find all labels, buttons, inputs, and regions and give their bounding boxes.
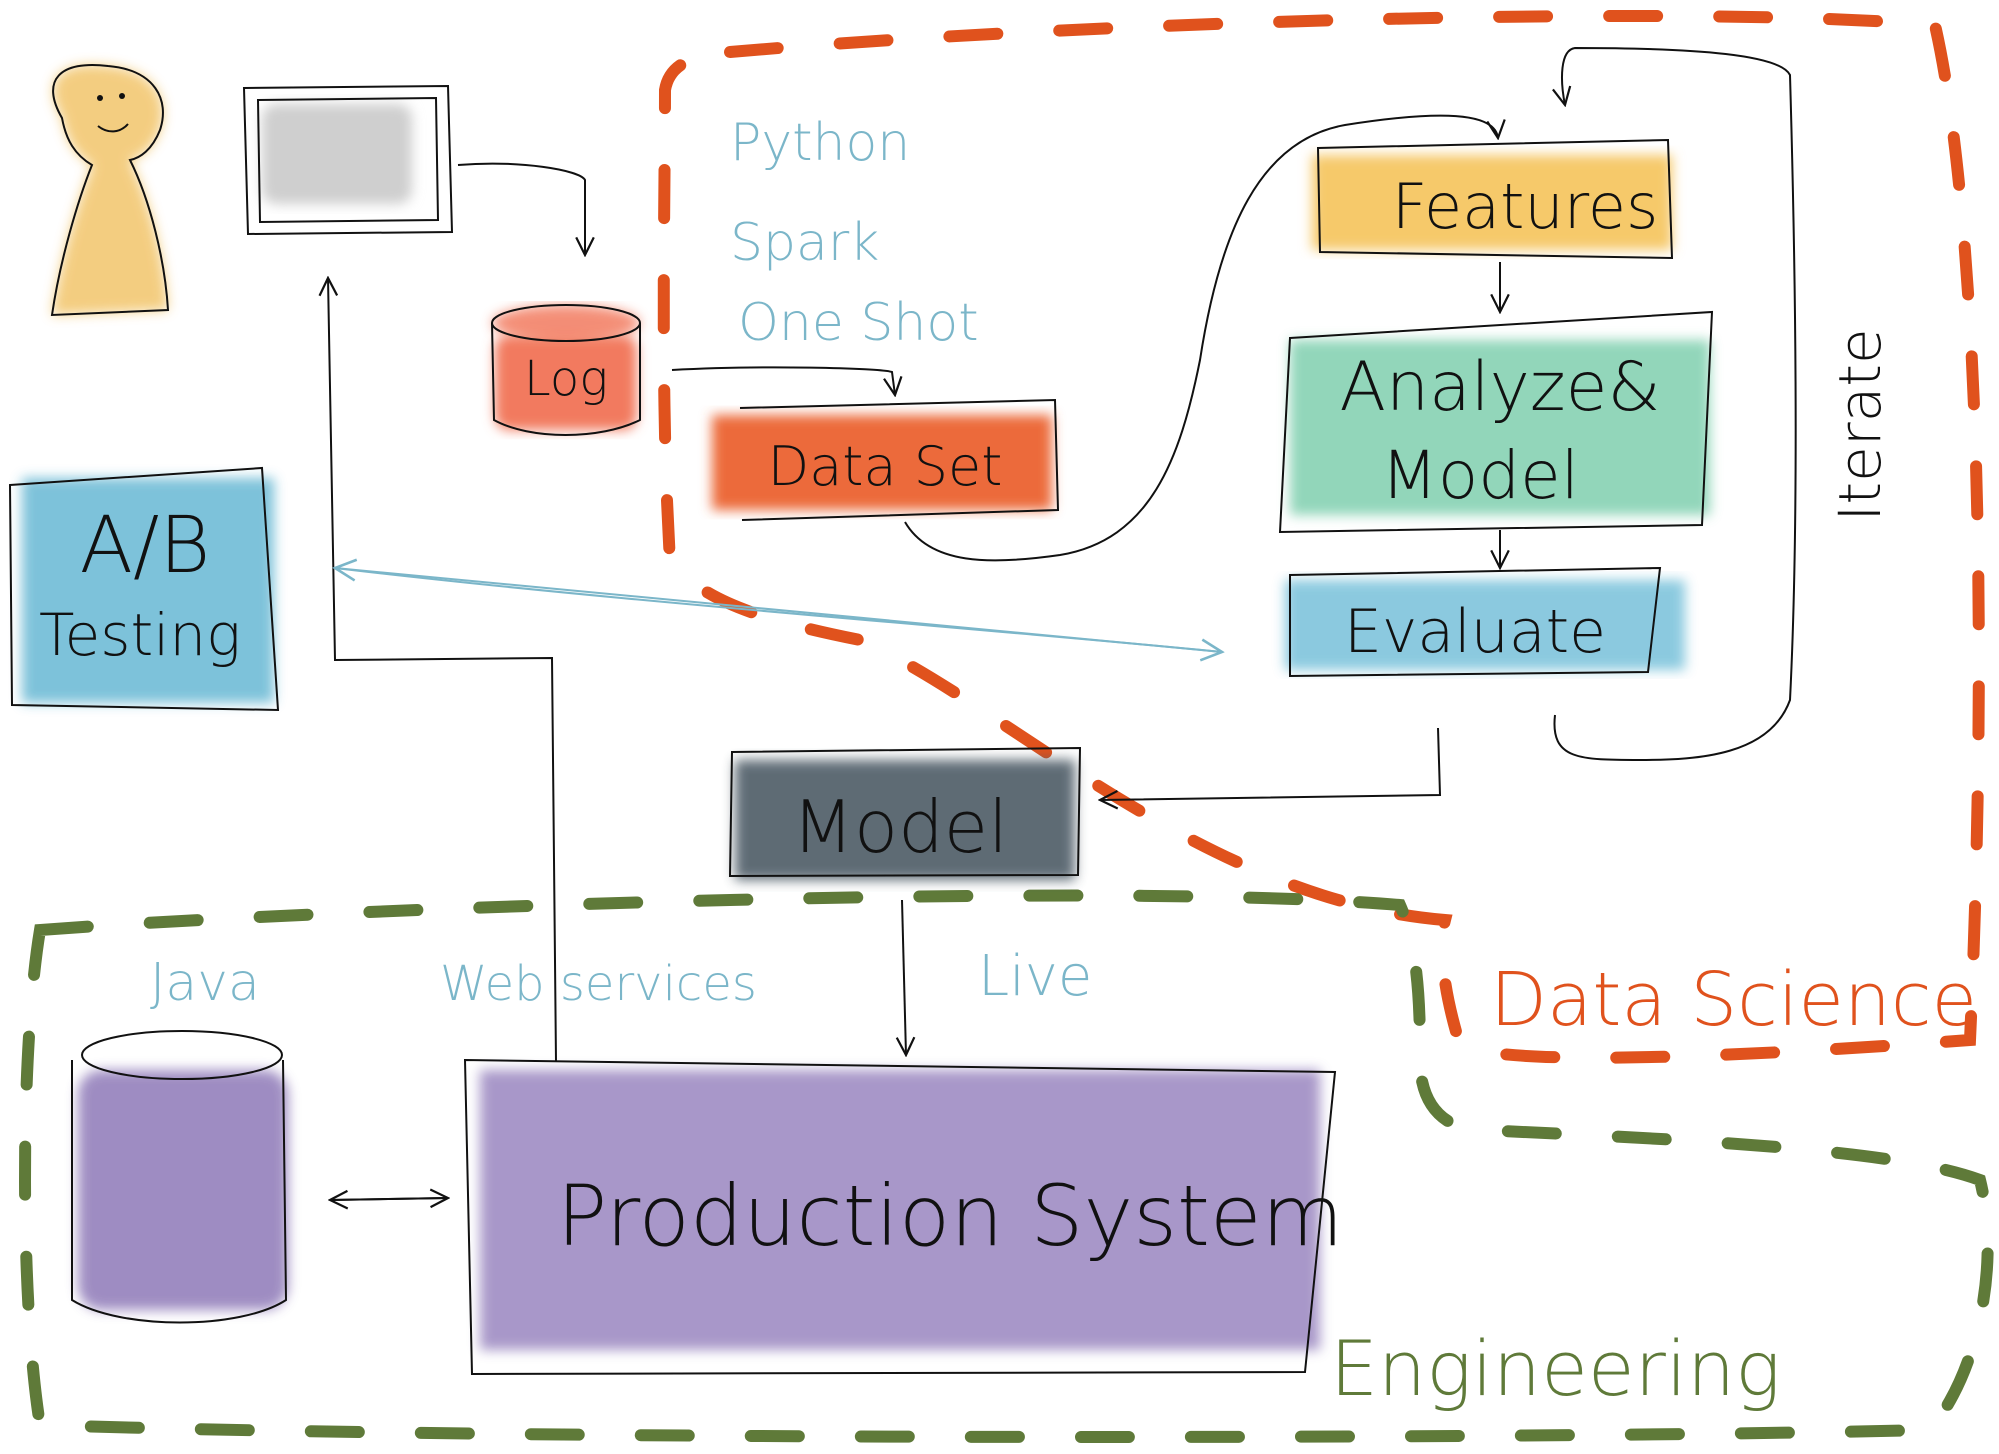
annotation-java: Java — [150, 953, 260, 1013]
ab-testing-box: A/B Testing — [8, 466, 280, 712]
monitor-icon — [242, 84, 454, 236]
connectors — [328, 114, 1500, 1200]
iterate-loop: Iterate — [1554, 46, 1894, 762]
data-science-boundary — [657, 9, 1985, 1064]
engineering-boundary — [19, 889, 1994, 1443]
engineering-label: Engineering — [1330, 1324, 1781, 1413]
database-icon — [71, 1030, 288, 1324]
tech-annotations: Python Spark One Shot Java Web services … — [150, 113, 1092, 1013]
log-database: Log — [491, 304, 641, 436]
annotation-spark: Spark — [730, 213, 879, 273]
dataset-label: Data Set — [768, 435, 1003, 498]
production-label: Production System — [557, 1167, 1344, 1265]
model-box: Model — [728, 746, 1082, 880]
model-label: Model — [792, 785, 1008, 869]
person-icon — [50, 64, 170, 317]
log-label: Log — [524, 351, 608, 407]
features-label: Features — [1392, 170, 1659, 243]
annotation-python: Python — [730, 113, 910, 173]
evaluate-label: Evaluate — [1344, 597, 1606, 667]
dataset-box: Data Set — [712, 398, 1060, 521]
data-science-label: Data Science — [1490, 957, 1977, 1043]
production-system-box: Production System — [463, 1058, 1344, 1376]
annotation-one-shot: One Shot — [738, 293, 979, 353]
iterate-label: Iterate — [1826, 328, 1894, 521]
ab-label-line1: A/B — [80, 501, 211, 591]
analyze-label-line2: Model — [1381, 437, 1579, 514]
analyze-label-line1: Analyze& — [1340, 348, 1661, 427]
annotation-web-services: Web services — [440, 956, 757, 1012]
analyze-model-box: Analyze& Model — [1278, 310, 1714, 534]
ab-label-line2: Testing — [39, 601, 241, 669]
annotation-live: Live — [978, 944, 1092, 1009]
evaluate-box: Evaluate — [1285, 566, 1685, 678]
features-box: Features — [1312, 138, 1674, 260]
